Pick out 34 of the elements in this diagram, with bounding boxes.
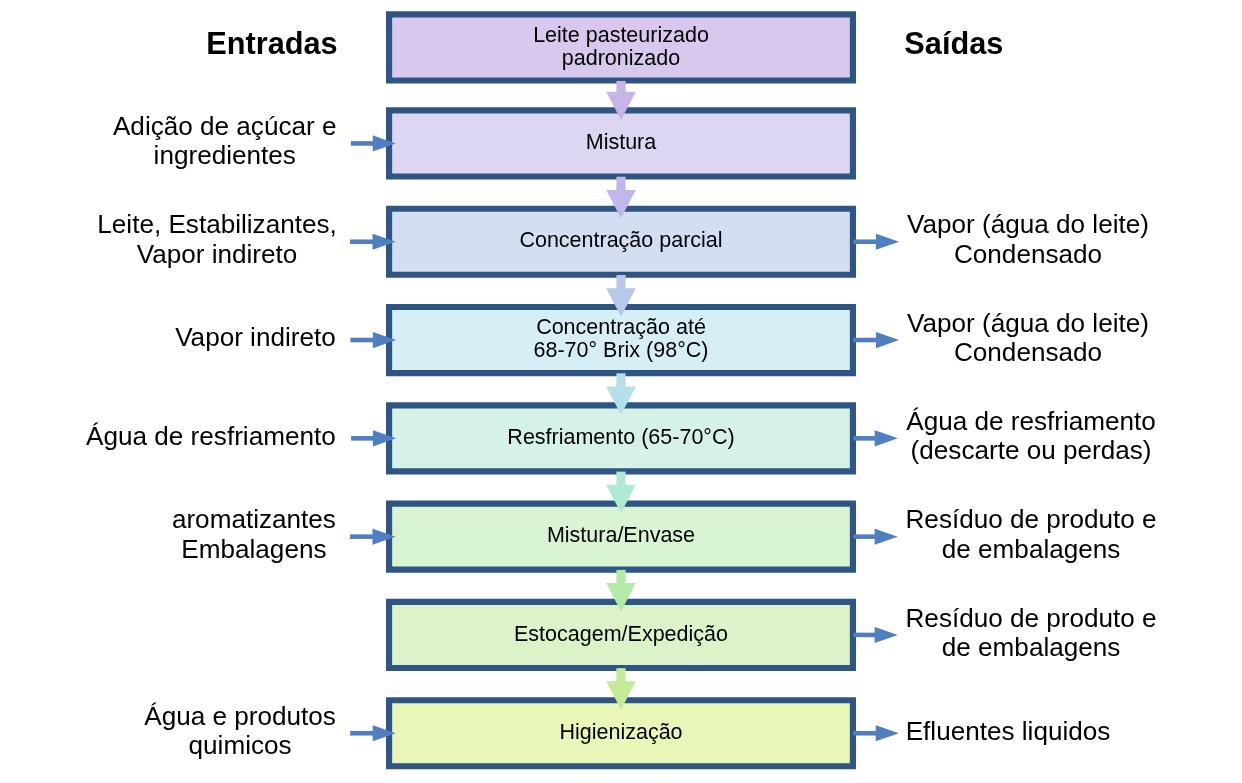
node-text: Água de resfriamento (descarte ou perdas) [906, 406, 1156, 466]
arrow [350, 233, 396, 250]
arrow [351, 430, 396, 447]
arrow [853, 331, 900, 349]
node-text: Água de resfriamento [86, 420, 336, 451]
node-box: Concentração até 68-70° Brix (98°C) [386, 303, 856, 377]
node-box: Concentração parcial [386, 205, 856, 278]
node-text: Vapor indireto [175, 322, 336, 353]
arrow [853, 528, 898, 545]
node-box: Resfriamento (65-70°C) [386, 402, 856, 475]
node-text: aromatizantes Embalagens [171, 504, 336, 564]
node-text: Efluentes liquidos [905, 715, 1111, 746]
arrow [350, 725, 396, 742]
node-text: Vapor (água do leite) Condensado [907, 209, 1149, 269]
node-box: Mistura/Envase [386, 500, 856, 573]
arrow [853, 725, 899, 742]
node-text: Água e produtos quimicos [144, 700, 336, 761]
arrow [350, 331, 396, 349]
node-box: Mistura [386, 107, 856, 180]
node-text: Vapor (água do leite) Condensado [907, 307, 1149, 367]
node-box: Higienização [386, 697, 856, 770]
arrow [350, 528, 396, 545]
node-text: Adição de açúcar e ingredientes [112, 111, 337, 171]
label: Saídas [904, 25, 1004, 61]
arrow [853, 430, 898, 447]
node-text: Resíduo de produto e de embalagens [905, 504, 1157, 564]
label: Entradas [206, 25, 338, 61]
node-box: Estocagem/Expedição [386, 598, 856, 672]
arrow [853, 626, 898, 644]
node-box: Leite pasteurizado padronizado [386, 11, 856, 84]
node-text: Leite, Estabilizantes, Vapor indireto [97, 209, 337, 269]
node-text: Resíduo de produto e de embalagens [905, 602, 1157, 662]
arrow [350, 135, 396, 152]
arrow [853, 233, 900, 250]
